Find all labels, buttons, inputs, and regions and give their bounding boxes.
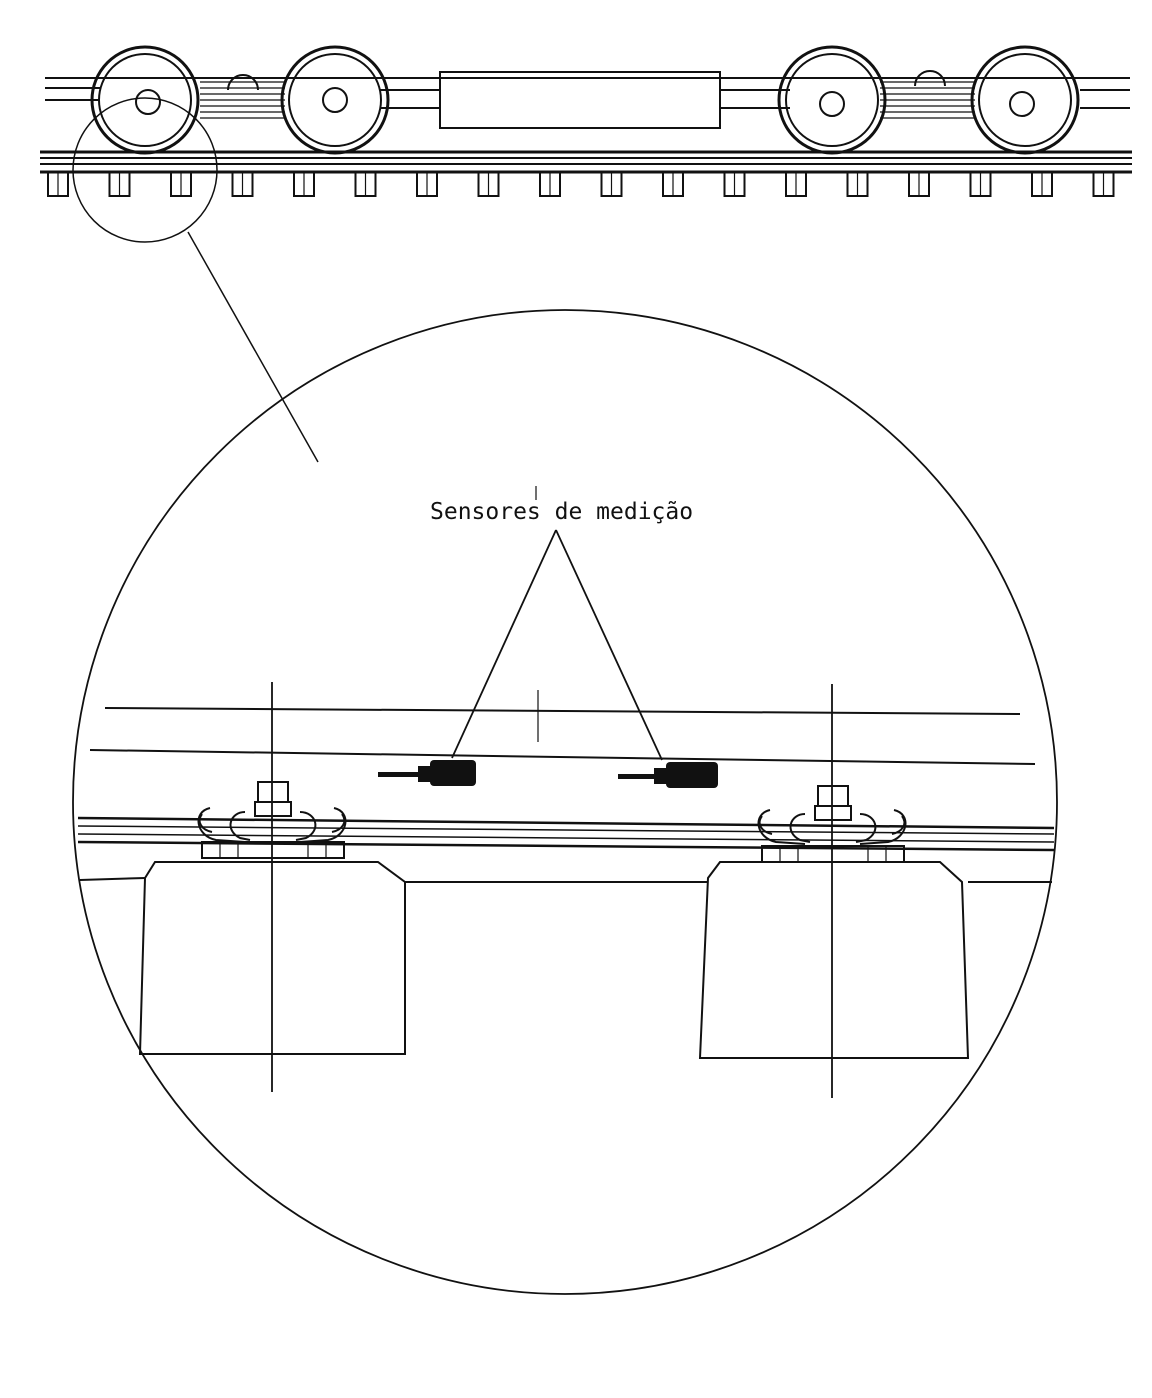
sleeper-centerlines [271, 486, 833, 1098]
track-sleepers [47, 171, 1115, 197]
bogie-left [90, 45, 390, 155]
axle-hub [135, 89, 161, 115]
wheel [280, 45, 390, 155]
wagon-body-box [439, 71, 721, 129]
wagon-frame [45, 77, 1130, 109]
detail-leader-line [187, 231, 319, 463]
spring-hatching [880, 81, 975, 119]
spring-hatching [200, 81, 285, 119]
bogie-right [777, 45, 1080, 155]
measurement-sensor-left [378, 760, 476, 786]
detail-marker-circle [72, 97, 218, 243]
rail-fastening-right [757, 785, 907, 863]
rail-fastening-left [197, 781, 347, 859]
ballast-line [79, 877, 146, 881]
measurement-sensor-right [618, 762, 718, 788]
wheel [90, 45, 200, 155]
bogie-spring [914, 70, 946, 87]
track-rails [40, 150, 1132, 174]
bogie-spring [227, 74, 259, 91]
sleeper-right [698, 861, 970, 1059]
wheel [777, 45, 887, 155]
axle-hub [1009, 91, 1035, 117]
rail-profile [77, 707, 1055, 852]
magnified-detail-circle [72, 309, 1058, 1295]
sensor-callout-label: Sensores de medição [430, 499, 693, 525]
magnified-track-detail: Sensores de medição [77, 486, 1055, 1098]
wheel [970, 45, 1080, 155]
train-overview [40, 45, 1132, 197]
sensor-callout-leaders [451, 529, 663, 761]
axle-hub [819, 91, 845, 117]
axle-hub [322, 87, 348, 113]
